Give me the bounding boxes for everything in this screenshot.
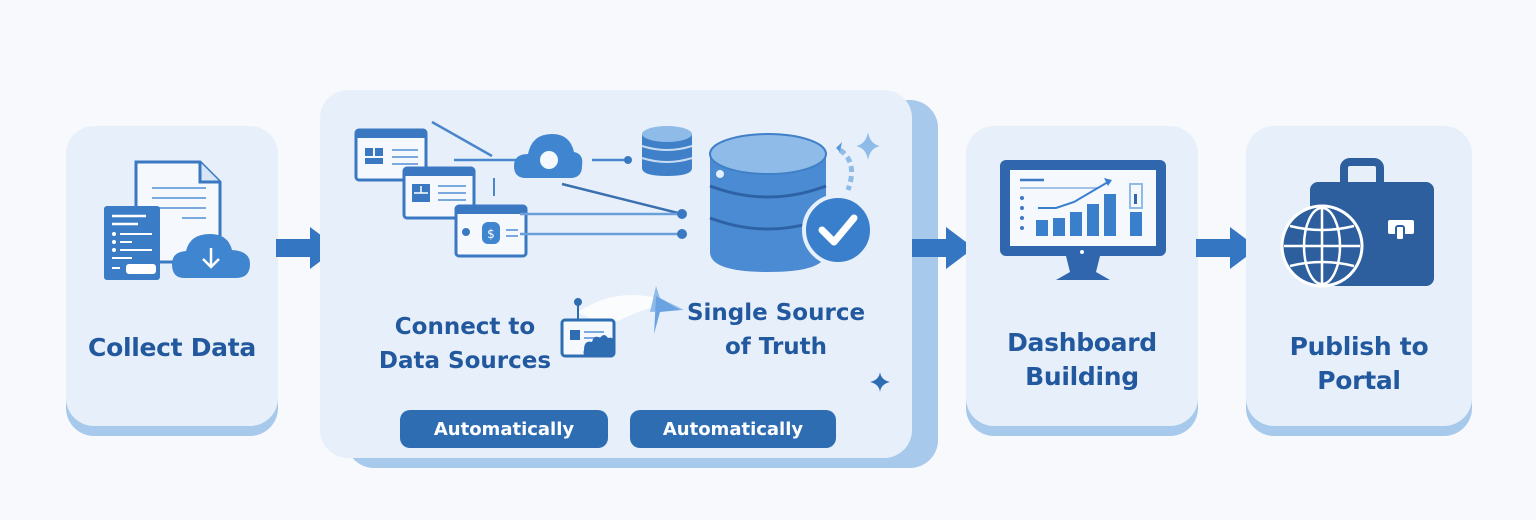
database-check-icon <box>709 132 880 272</box>
small-database-icon <box>641 126 693 176</box>
title-line: Publish to <box>1289 332 1429 361</box>
step-title: Collect Data <box>88 333 256 362</box>
sparkle-icon <box>870 372 890 392</box>
svg-text:$: $ <box>487 227 495 241</box>
globe-briefcase-icon <box>1280 158 1434 288</box>
step-card-connect-sources: $ Connect to Data <box>320 90 912 458</box>
step-card-collect-data: Collect Data <box>66 126 278 426</box>
document-cloud-download-icon <box>104 160 250 280</box>
automatically-badge: Automatically <box>630 410 836 448</box>
step-title: Publish to Portal <box>1246 330 1472 398</box>
title-line: Portal <box>1317 366 1401 395</box>
title-line: Building <box>1025 362 1139 391</box>
step-title: Dashboard Building <box>966 326 1198 394</box>
arrow-right-icon <box>1196 227 1258 269</box>
step-title-connect: Connect to Data Sources <box>370 310 560 378</box>
title-line: of Truth <box>724 334 828 360</box>
step-card-publish-portal: Publish to Portal <box>1246 126 1472 426</box>
data-source-windows-icon: $ <box>354 120 528 258</box>
hand-window-icon <box>560 286 684 358</box>
step-card-dashboard-building: Dashboard Building <box>966 126 1198 426</box>
connector-lines <box>520 156 687 239</box>
monitor-chart-icon <box>1000 160 1166 280</box>
title-line: Dashboard <box>1007 328 1157 357</box>
title-line: Data Sources <box>378 348 552 374</box>
title-line: Single Source <box>686 300 866 326</box>
title-line: Connect to <box>394 314 536 340</box>
arrow-right-icon <box>912 227 974 269</box>
cloud-icon <box>514 134 583 178</box>
automatically-badge: Automatically <box>400 410 608 448</box>
step-title-single-source: Single Source of Truth <box>676 296 876 364</box>
